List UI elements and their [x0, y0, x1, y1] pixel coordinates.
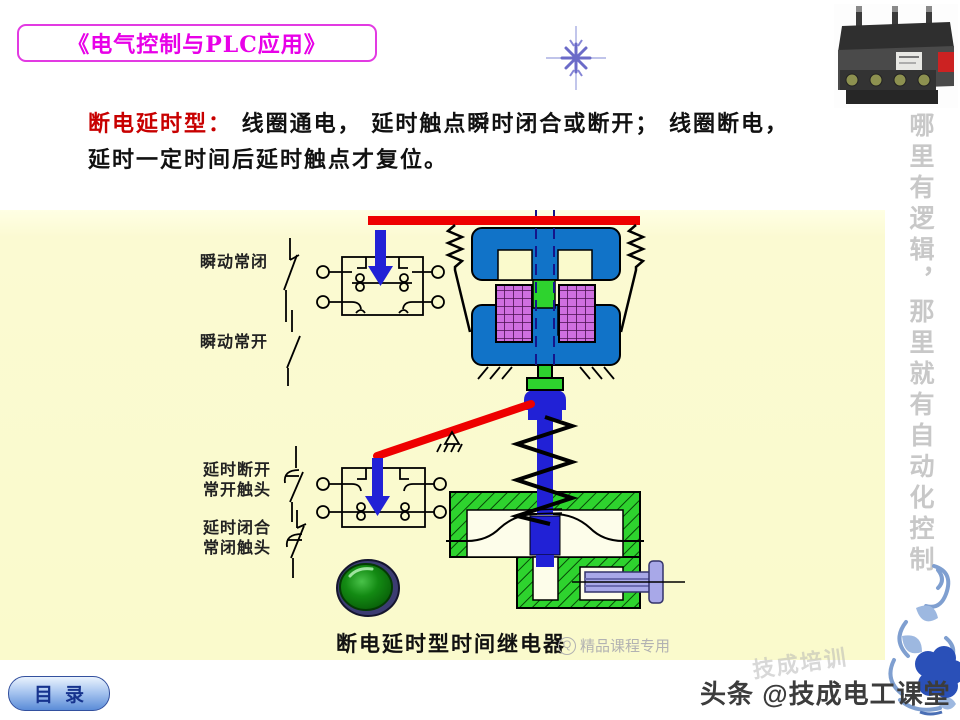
- relay-red-button: [938, 52, 954, 72]
- release-lever: [373, 400, 535, 460]
- side-springs: [444, 224, 647, 333]
- watermark-text: 精品课程专用: [580, 638, 671, 655]
- coil-right: [558, 284, 596, 343]
- instant-arrow: [368, 230, 393, 286]
- snowflake-icon: [546, 26, 606, 90]
- relay-top: [838, 22, 954, 52]
- coil-left: [495, 284, 533, 343]
- label-instant-no: 瞬动常开: [200, 332, 269, 351]
- toc-button[interactable]: 目录: [8, 676, 110, 711]
- return-spring: [509, 415, 579, 526]
- intro-text: 断电延时型： 线圈通电， 延时触点瞬时闭合或断开； 线圈断电， 延时一定时间后延…: [88, 106, 828, 178]
- diagram-caption: 断电延时型时间继电器: [336, 631, 566, 656]
- course-title-box: 《电气控制与PLC应用》: [17, 24, 377, 62]
- label-delay-open: 延时断开 常开触头: [203, 460, 272, 499]
- vertical-slogan: 哪里有逻辑，那里就有自动化控制: [906, 112, 935, 577]
- relay-terminals: [845, 73, 931, 87]
- relay-pins: [856, 6, 932, 26]
- porcelain-ornament: [888, 564, 960, 716]
- intro-line1: 断电延时型： 线圈通电， 延时触点瞬时闭合或断开； 线圈断电，: [88, 106, 828, 142]
- center-guides: [535, 210, 555, 372]
- label-delay-close: 延时闭合 常闭触头: [203, 518, 272, 557]
- symbol-instant-nc: [283, 238, 300, 322]
- intro-line1-rest: 线圈通电， 延时触点瞬时闭合或断开； 线圈断电，: [232, 111, 789, 137]
- lever-pivot: [436, 430, 463, 453]
- course-title: 《电气控制与PLC应用》: [67, 32, 327, 58]
- symbol-delay-close-nc: [285, 510, 307, 578]
- ornament-flower: [915, 646, 960, 698]
- relay-mechanism-drawing: [283, 210, 685, 617]
- label-instant-nc: 瞬动常闭: [200, 252, 269, 271]
- credit-text: 头条 @技成电工课堂: [700, 679, 951, 709]
- relay-label: [896, 52, 922, 70]
- relay-base: [846, 90, 938, 104]
- course-watermark: Q 精品课程专用: [558, 635, 670, 656]
- mounting-bar: [368, 216, 640, 225]
- diagram-panel: 瞬动常闭 瞬动常开 延时断开 常开触头 延时闭合 常闭触头 断电延时型时间继电器…: [0, 210, 885, 660]
- core-hatches: [477, 366, 615, 380]
- intro-line2: 延时一定时间后延时触点才复位。: [88, 147, 449, 173]
- symbol-instant-no: [286, 310, 301, 386]
- plunger-rod: [524, 390, 566, 567]
- delay-contact-block: [316, 467, 447, 528]
- watermark-q-icon: Q: [558, 636, 576, 655]
- intro-term: 断电延时型：: [88, 111, 233, 137]
- green-button[interactable]: [336, 559, 400, 617]
- symbol-delay-open-no: [283, 446, 304, 522]
- instant-contact-block: [316, 256, 445, 316]
- adjusting-screw: [572, 560, 685, 604]
- electromagnet: [368, 210, 647, 380]
- thermal-relay-photo: [834, 4, 958, 108]
- toc-button-label: 目录: [33, 684, 96, 706]
- delay-arrow: [365, 458, 390, 516]
